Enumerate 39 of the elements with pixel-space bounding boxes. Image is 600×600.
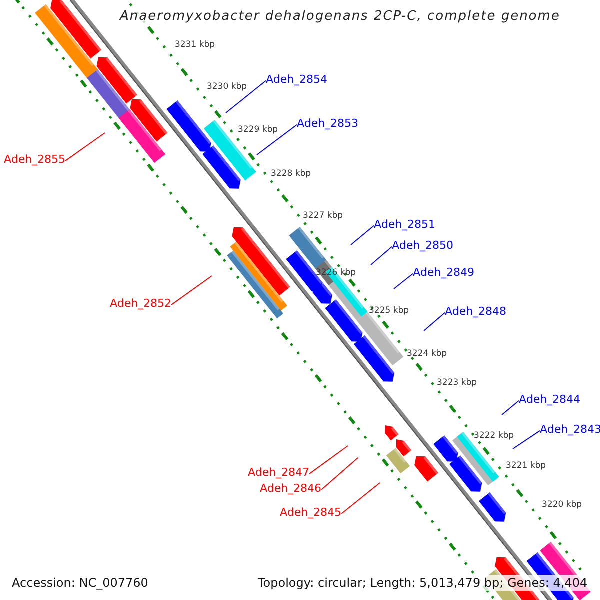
gene-label: Adeh_2850 (392, 239, 454, 252)
gene-label: Adeh_2847 (248, 466, 310, 480)
leader-line (321, 458, 358, 490)
gene-label: Adeh_2854 (266, 73, 328, 86)
leader-line (256, 124, 298, 156)
leader-line (171, 276, 212, 306)
leader-line (341, 482, 380, 514)
leader-line (226, 80, 266, 114)
scale-label: 3220 kbp (542, 500, 582, 510)
scale-label: 3221 kbp (506, 461, 546, 472)
scale-label: 3230 kbp (207, 82, 248, 92)
gene-label: Adeh_2853 (297, 117, 359, 130)
scale-label: 3227 kbp (303, 211, 344, 222)
gene-label: Adeh_2852 (110, 297, 172, 310)
gene-label: Adeh_2845 (280, 506, 342, 520)
gene-label: Adeh_2851 (374, 218, 436, 232)
leader-line (350, 225, 374, 246)
leader-line (502, 400, 520, 416)
gene-label: Adeh_2844 (519, 393, 581, 406)
scale-label: 3225 kbp (369, 306, 410, 316)
leader-line (394, 273, 414, 290)
leader-line (65, 132, 106, 162)
scale-label: 3226 kbp (316, 268, 356, 278)
gene-label: Adeh_2848 (445, 305, 507, 318)
leader-line (309, 446, 348, 474)
scale-label: 3222 kbp (474, 431, 514, 442)
leader-line (512, 430, 540, 450)
scale-label: 3231 kbp (175, 40, 216, 50)
gene-label: Adeh_2855 (4, 153, 66, 166)
leader-line (370, 246, 392, 266)
scale-label: 3228 kbp (271, 169, 312, 180)
scale-label: 3223 kbp (437, 378, 478, 388)
footer-note: Accession: NC_007760 (10, 575, 150, 592)
gene-label: Adeh_2846 (260, 482, 322, 496)
diagram-title: Anaeromyxobacter dehalogenans 2CP-C, complete genome (120, 9, 560, 25)
scale-label: 3224 kbp (407, 349, 448, 360)
gene-label: Adeh_2849 (413, 266, 475, 280)
scale-label: 3229 kbp (238, 125, 278, 136)
leader-line (424, 312, 446, 332)
